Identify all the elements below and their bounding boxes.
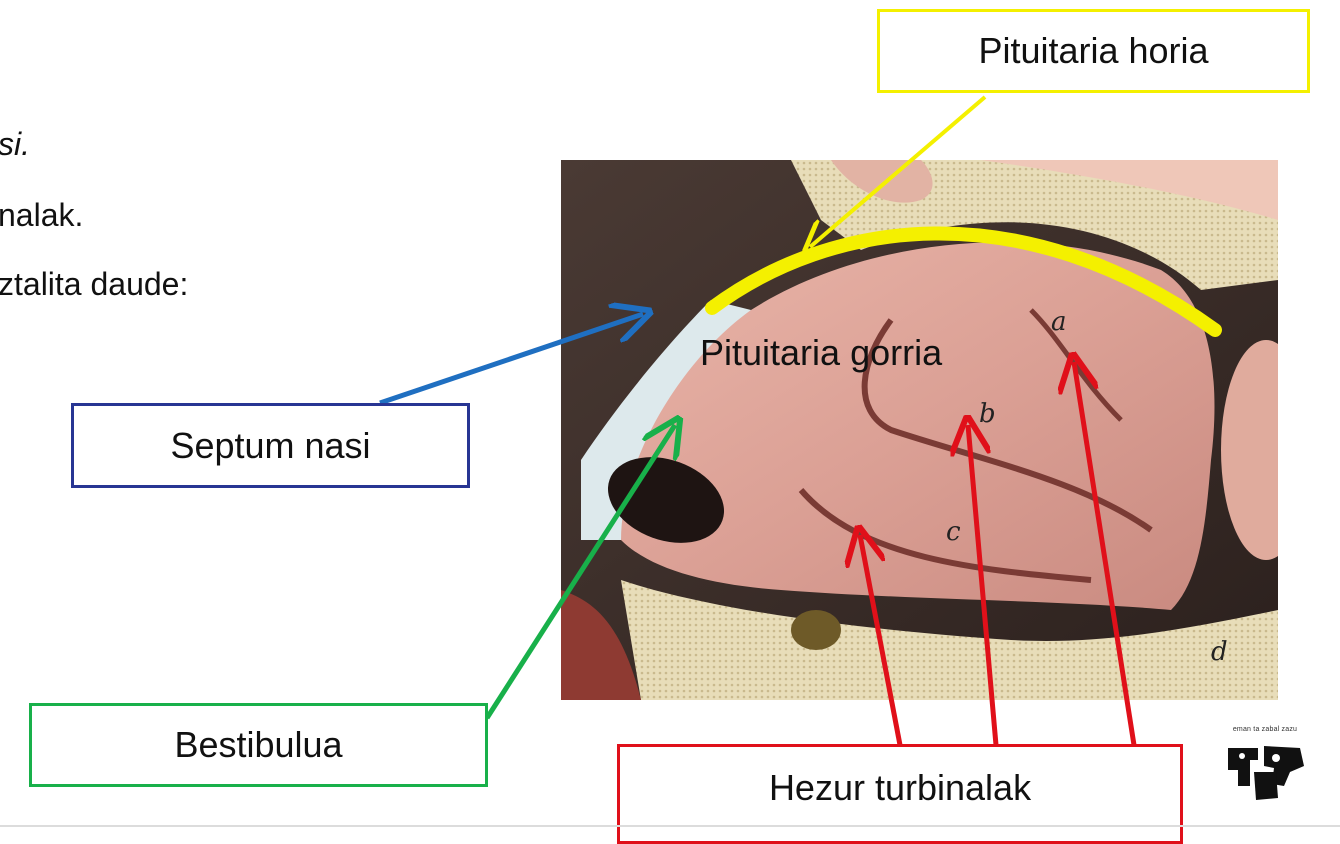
letter-d: d [1211,637,1228,667]
bestibulua-label: Bestibulua [174,724,342,766]
hezur-turbinalak-box: Hezur turbinalak [617,744,1183,844]
university-logo: eman ta zabal zazu [1220,726,1310,810]
letter-c: c [946,517,961,547]
nasal-cavity-photo: a b c d [561,160,1278,700]
pituitaria-horia-label: Pituitaria horia [978,30,1208,72]
logo-motto: eman ta zabal zazu [1220,726,1310,733]
slide-text-fragment-2: nalak. [0,197,83,234]
letter-a: a [1051,307,1067,337]
letter-b: b [979,399,996,429]
hezur-turbinalak-label: Hezur turbinalak [769,767,1031,809]
septum-nasi-box: Septum nasi [71,403,470,488]
logo-tree-icon [1220,726,1310,810]
pituitaria-horia-box: Pituitaria horia [877,9,1310,93]
slide-text-fragment-1: si. [0,126,30,163]
septum-nasi-label: Septum nasi [170,425,370,467]
footer-divider [0,825,1340,827]
bestibulua-box: Bestibulua [29,703,488,787]
pituitaria-gorria-label: Pituitaria gorria [700,332,942,374]
slide-text-fragment-3: ztalita daude: [0,266,188,303]
